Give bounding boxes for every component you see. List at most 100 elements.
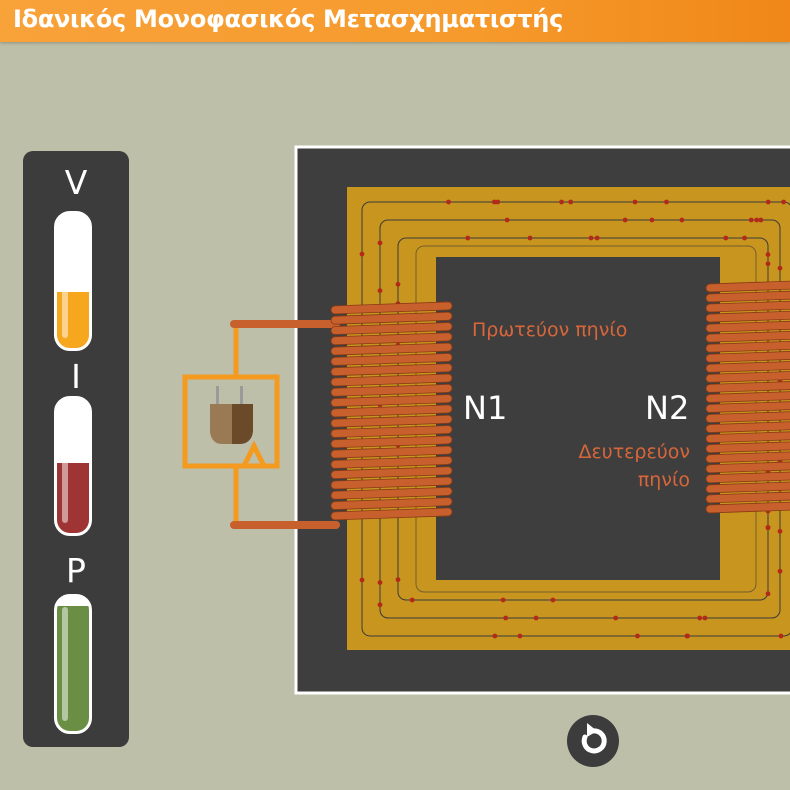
flux-particle — [446, 199, 451, 205]
flux-particle — [568, 199, 574, 205]
flux-particle — [765, 261, 771, 267]
flux-particle — [377, 580, 383, 585]
flux-particle — [742, 235, 747, 241]
reset-icon[interactable] — [567, 715, 619, 767]
reset-button[interactable] — [567, 715, 619, 767]
flux-particle — [765, 252, 771, 257]
flux-particle — [359, 251, 365, 257]
flux-particle — [777, 568, 783, 574]
coil-turn — [705, 441, 790, 454]
flux-particle — [495, 199, 501, 205]
flux-particle — [491, 199, 497, 205]
flux-particle — [697, 615, 703, 621]
coil-turn — [330, 445, 453, 459]
power-label: P — [66, 551, 86, 590]
flux-particle — [409, 597, 415, 603]
coil-turn — [330, 466, 453, 480]
flux-particle — [359, 577, 365, 583]
title-bar: Ιδανικός Μονοφασικός Μετασχηματιστής — [0, 0, 790, 42]
flux-particle — [500, 597, 506, 603]
flux-particle — [377, 602, 383, 608]
voltage-label: V — [64, 163, 88, 202]
flux-particle — [765, 199, 771, 205]
coil-turn — [705, 280, 790, 293]
flux-particle — [754, 217, 760, 223]
flux-particle — [702, 615, 708, 621]
coil-turn — [330, 353, 453, 366]
coil-turn — [705, 360, 790, 373]
flux-particle — [765, 525, 771, 531]
coil-turn — [705, 350, 790, 363]
current-label: I — [71, 357, 81, 396]
coil-turn — [330, 435, 453, 449]
coil-turn — [330, 476, 453, 490]
meters-panel: V I P — [23, 151, 129, 747]
flux-particle — [395, 577, 401, 583]
flux-particle — [777, 528, 783, 534]
flux-particle — [758, 217, 764, 223]
page-title: Ιδανικός Μονοφασικός Μετασχηματιστής — [13, 5, 564, 33]
coil-turn — [330, 456, 453, 469]
coil-turn — [330, 301, 453, 315]
coil-turn — [705, 310, 790, 323]
coil-turn — [330, 497, 453, 510]
coil-turn — [705, 290, 790, 303]
flux-particle — [781, 199, 786, 205]
coil-turn — [330, 486, 453, 500]
coil-turn — [705, 501, 790, 514]
flux-particle — [649, 217, 655, 223]
coil-turn — [705, 380, 790, 393]
coil-turn — [330, 425, 453, 438]
flux-particle — [504, 217, 510, 223]
coil-turn — [705, 451, 790, 464]
flux-particle — [632, 199, 638, 205]
coil-turn — [330, 363, 453, 377]
primary-coil-label: Πρωτεύον πηνίο — [472, 319, 628, 341]
secondary-coil — [705, 280, 790, 514]
coil-turn — [705, 391, 790, 403]
flux-particle — [550, 597, 556, 603]
coil-turn — [705, 340, 790, 353]
power-meter — [54, 594, 92, 734]
flux-particle — [664, 199, 669, 205]
coil-turn — [705, 330, 790, 343]
coil-turn — [330, 414, 453, 428]
flux-particle — [395, 281, 401, 287]
coil-turn — [705, 491, 790, 504]
coil-turn — [705, 411, 790, 423]
flux-particle — [377, 240, 383, 246]
primary-circuit — [182, 325, 280, 525]
coil-turn — [705, 370, 790, 383]
n2-label: N2 — [645, 389, 690, 427]
coil-turn — [330, 373, 453, 387]
coil-turn — [330, 507, 453, 521]
flux-particle — [635, 633, 640, 639]
primary-lead-top — [230, 320, 340, 328]
flux-particle — [679, 217, 685, 223]
coil-turn — [705, 421, 790, 433]
coil-turn — [705, 320, 790, 333]
coil-turn — [330, 332, 453, 346]
coil-turn — [330, 322, 453, 335]
flux-particle — [377, 288, 383, 294]
flux-particle — [517, 633, 523, 639]
flux-particle — [613, 615, 619, 621]
flux-particle — [685, 633, 691, 639]
coil-turn — [705, 481, 790, 494]
flux-particle — [778, 633, 784, 639]
plug-icon — [210, 386, 253, 444]
coil-turn — [705, 300, 790, 313]
coil-turn — [330, 394, 453, 407]
flux-particle — [503, 615, 509, 621]
coil-turn — [330, 383, 453, 397]
coil-turn — [330, 311, 453, 325]
flux-particle — [527, 235, 533, 241]
flux-particle — [559, 199, 564, 205]
current-meter — [54, 396, 92, 536]
flux-particle — [533, 615, 539, 621]
voltage-meter — [54, 211, 92, 351]
flux-particle — [465, 235, 471, 241]
flux-particle — [777, 265, 783, 271]
coil-turn — [330, 404, 453, 418]
